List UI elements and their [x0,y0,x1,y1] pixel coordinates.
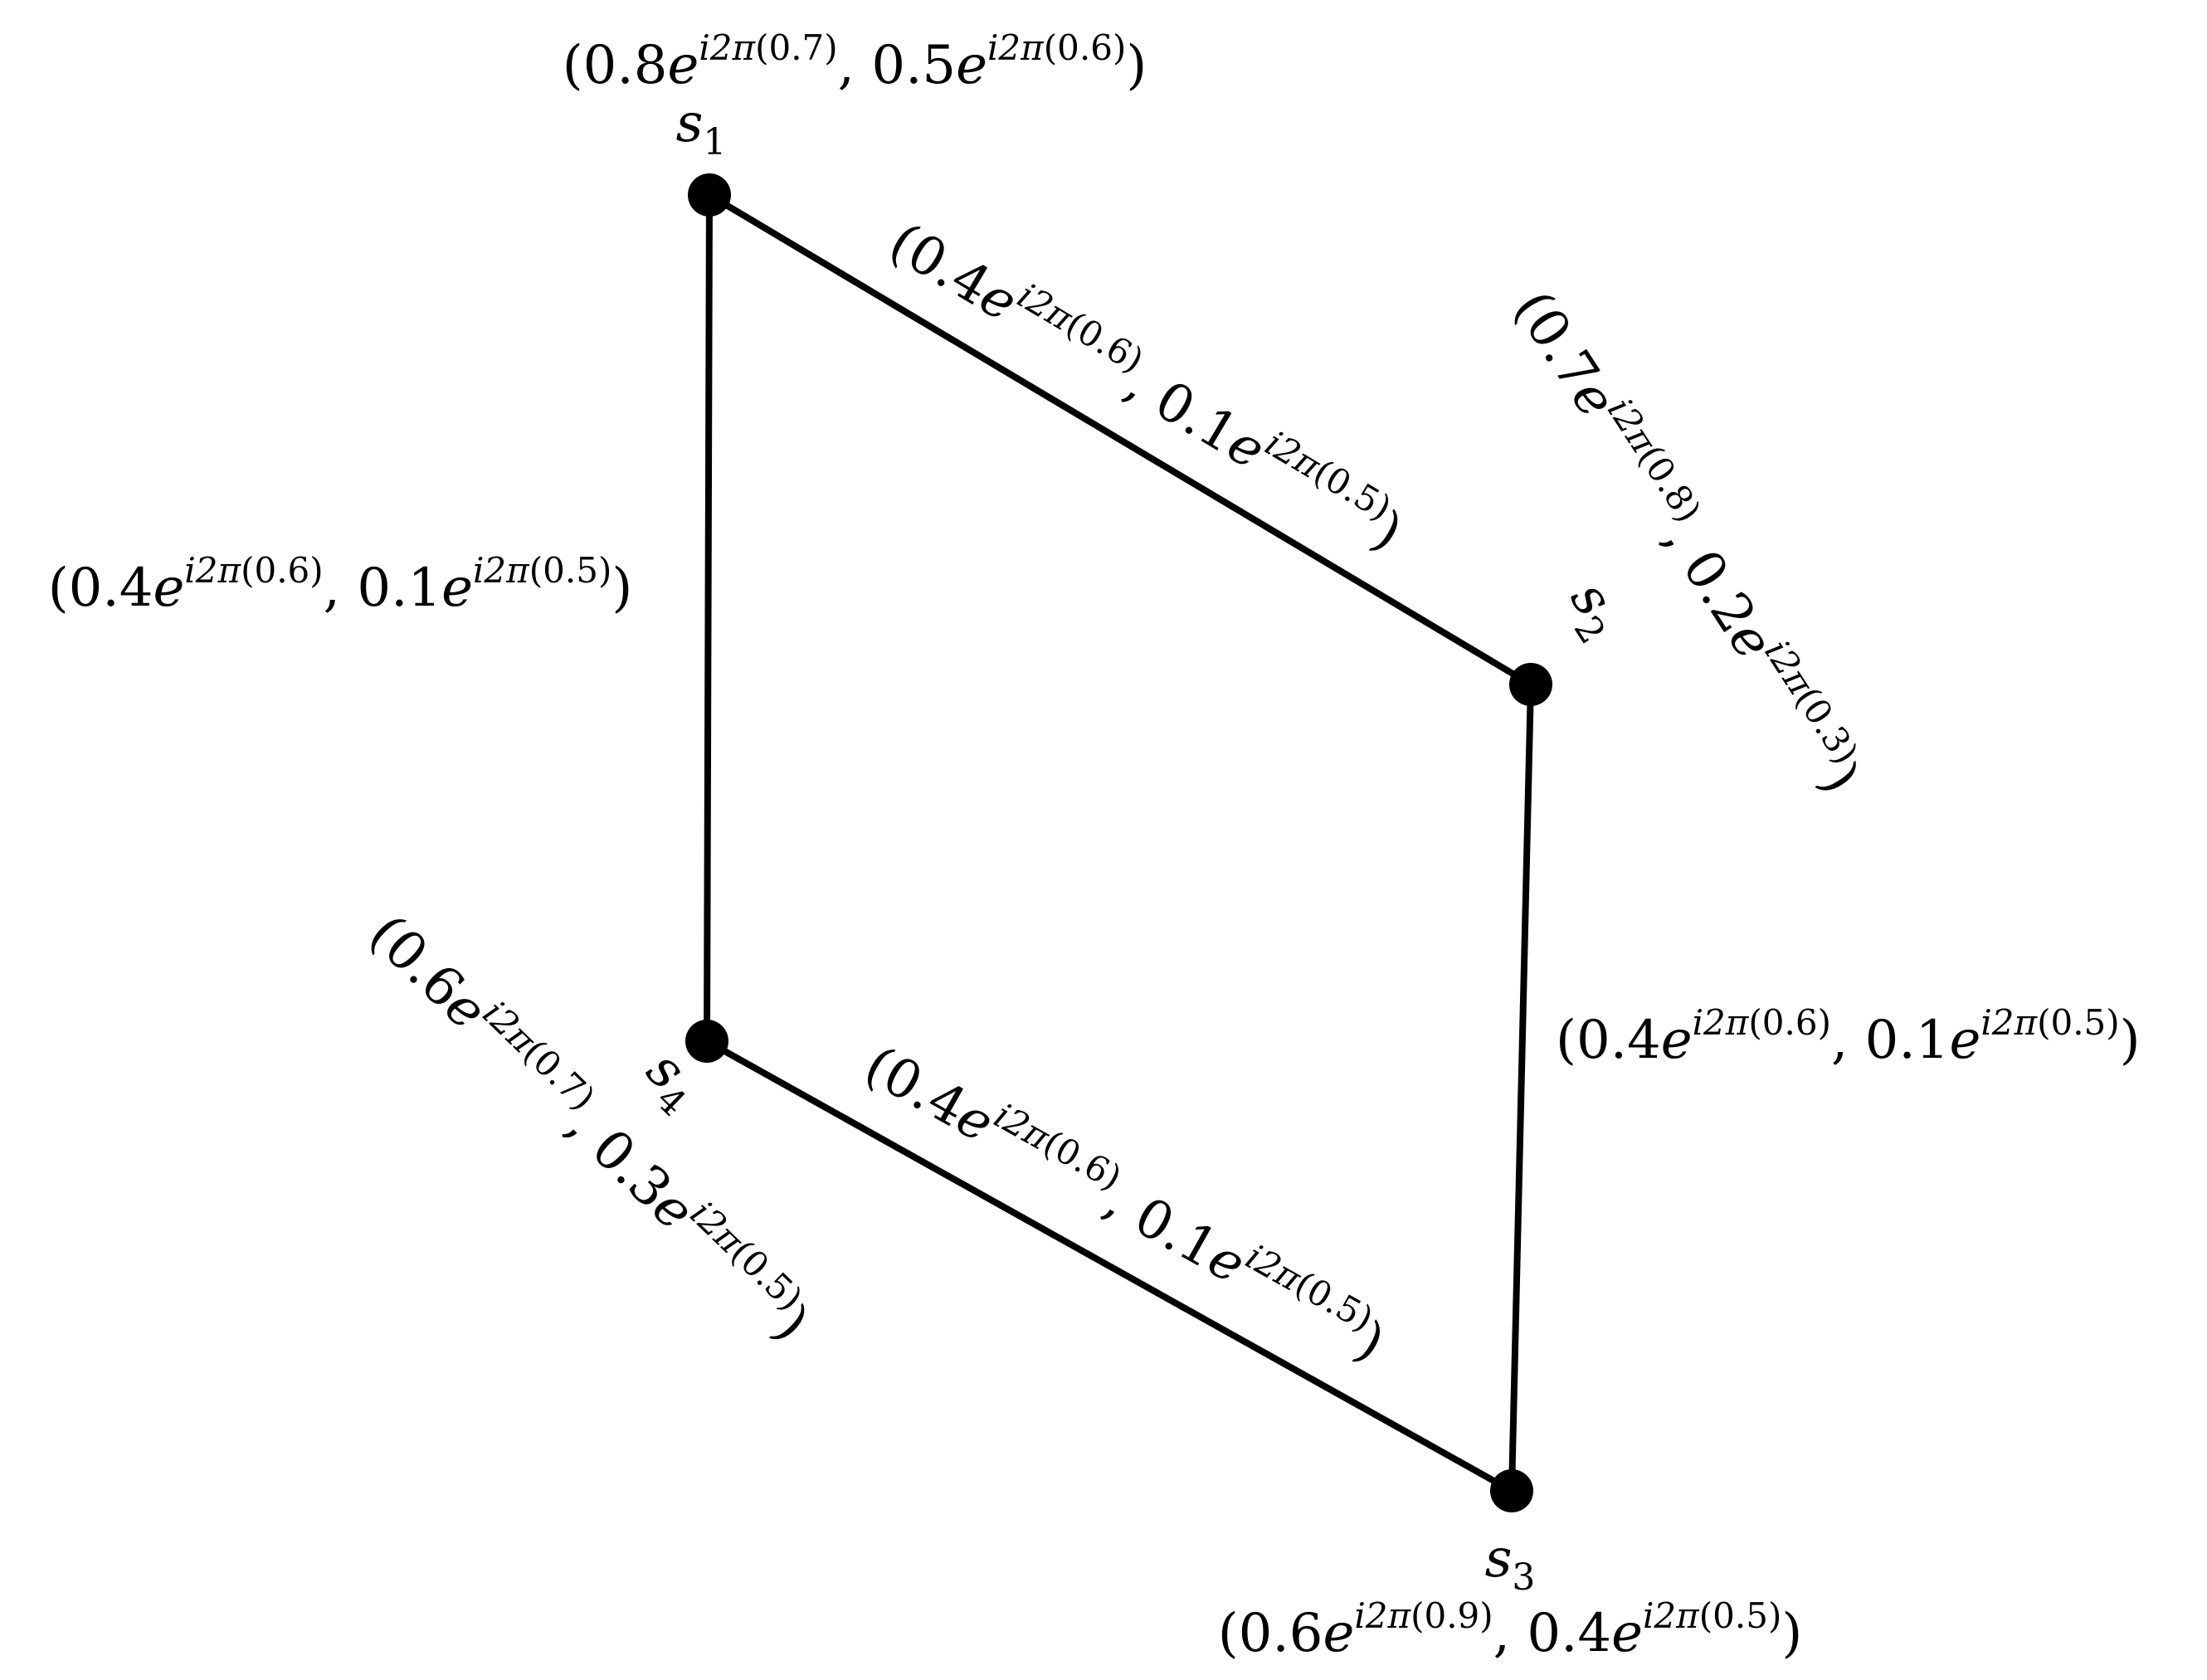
exp-base: e [441,558,473,619]
nonmembership-phase: 0.5 [2050,1002,2106,1043]
edge-s4-s1 [704,192,713,1045]
nonmembership-magnitude: 0.1 [357,558,441,619]
exp-prefix: i2π [1354,1595,1411,1636]
close-paren: ) [611,558,632,619]
edge-s2-s3 [1508,681,1534,1494]
exp-prefix: i2π [184,550,241,591]
exp-close-paren: ) [2106,1002,2119,1043]
exp-prefix: i2π [699,27,756,68]
close-paren: ) [1781,1603,1802,1664]
vertex-s1 [688,173,731,217]
exp-base: e [1661,1010,1693,1071]
exp-open-paren: ( [1410,1595,1424,1636]
vertex-value-s1: (0.8ei2π(0.7), 0.5ei2π(0.6)) [563,27,1147,96]
exp-close-paren: ) [1479,1595,1493,1636]
edge-value-s2-s3: (0.4ei2π(0.6), 0.1ei2π(0.5)) [1556,1002,2141,1071]
membership-magnitude: 0.4 [69,558,153,619]
exp-open-paren: ( [755,27,768,68]
vertex-name-s1: s1 [676,93,727,163]
exp-open-paren: ( [1699,1595,1712,1636]
exp-close-paren: ) [1768,1595,1781,1636]
vertex-s4 [685,1020,728,1063]
open-paren: ( [48,558,69,619]
nonmembership-phase: 0.5 [543,550,598,591]
close-paren: ) [2120,1010,2141,1071]
nonmembership-phase: 0.6 [1057,27,1113,68]
exp-prefix: i2π [1693,1002,1750,1043]
edge-value-s4-s1: (0.4ei2π(0.6), 0.1ei2π(0.5)) [48,550,633,619]
open-paren: ( [1556,1010,1576,1071]
nonmembership-magnitude: 0.4 [1527,1603,1611,1664]
separator: , [324,558,358,619]
edges-layer [704,192,1534,1494]
exp-prefix: i2π [987,27,1045,68]
vertex-subscript: 1 [703,121,726,163]
vertex-s3 [1490,1469,1533,1512]
nodes-layer [685,173,1552,1512]
vertex-name-s2: s2 [1551,571,1637,651]
exp-open-paren: ( [2037,1002,2050,1043]
exp-close-paren: ) [1113,27,1126,68]
exp-open-paren: ( [529,550,543,591]
open-paren: ( [563,35,583,96]
vertex-value-s3: (0.6ei2π(0.9), 0.4ei2π(0.5)) [1218,1595,1803,1664]
edge-s3-s4 [704,1038,1515,1494]
separator: , [838,35,872,96]
close-paren: ) [1126,35,1147,96]
vertex-value-s4: (0.6ei2π(0.7), 0.3ei2π(0.5)) [357,898,826,1353]
membership-magnitude: 0.8 [583,35,668,96]
exp-prefix: i2π [1643,1595,1700,1636]
edge-s1-s2 [706,192,1534,688]
membership-magnitude: 0.6 [1239,1603,1323,1664]
exp-close-paren: ) [598,550,611,591]
separator: , [1493,1603,1527,1664]
exp-close-paren: ) [309,550,323,591]
exp-base: e [1949,1010,1980,1071]
open-paren: ( [1218,1603,1239,1664]
vertex-letter: s [1485,1528,1513,1590]
exp-base: e [956,35,987,96]
membership-magnitude: 0.4 [1576,1010,1661,1071]
edge-value-s3-s4: (0.4ei2π(0.6), 0.1ei2π(0.5)) [855,1028,1398,1374]
membership-phase: 0.6 [254,550,309,591]
labels-layer: (0.4ei2π(0.6), 0.1ei2π(0.5))(0.4ei2π(0.6… [48,27,2141,1664]
membership-phase: 0.7 [768,27,824,68]
nonmembership-magnitude: 0.5 [871,35,956,96]
vertex-name-s3: s3 [1485,1528,1536,1599]
vertex-letter: s [676,93,704,154]
exp-base: e [667,35,699,96]
exp-open-paren: ( [1748,1002,1761,1043]
vertex-value-s2: (0.7ei2π(0.8), 0.2ei2π(0.3)) [1502,276,1878,804]
exp-prefix: i2π [473,550,530,591]
exp-base: e [1323,1603,1354,1664]
exp-close-paren: ) [824,27,837,68]
nonmembership-magnitude: 0.1 [1865,1010,1950,1071]
exp-open-paren: ( [241,550,254,591]
membership-phase: 0.9 [1424,1595,1479,1636]
vertex-s2 [1509,663,1552,706]
membership-phase: 0.6 [1762,1002,1818,1043]
edge-value-s1-s2: (0.4ei2π(0.6), 0.1ei2π(0.5)) [879,205,1416,563]
vertex-subscript: 3 [1512,1556,1535,1599]
nonmembership-phase: 0.5 [1712,1595,1768,1636]
exp-prefix: i2π [1980,1002,2038,1043]
exp-close-paren: ) [1818,1002,1831,1043]
exp-base: e [1611,1603,1643,1664]
exp-base: e [153,558,184,619]
exp-open-paren: ( [1044,27,1057,68]
separator: , [1831,1010,1865,1071]
